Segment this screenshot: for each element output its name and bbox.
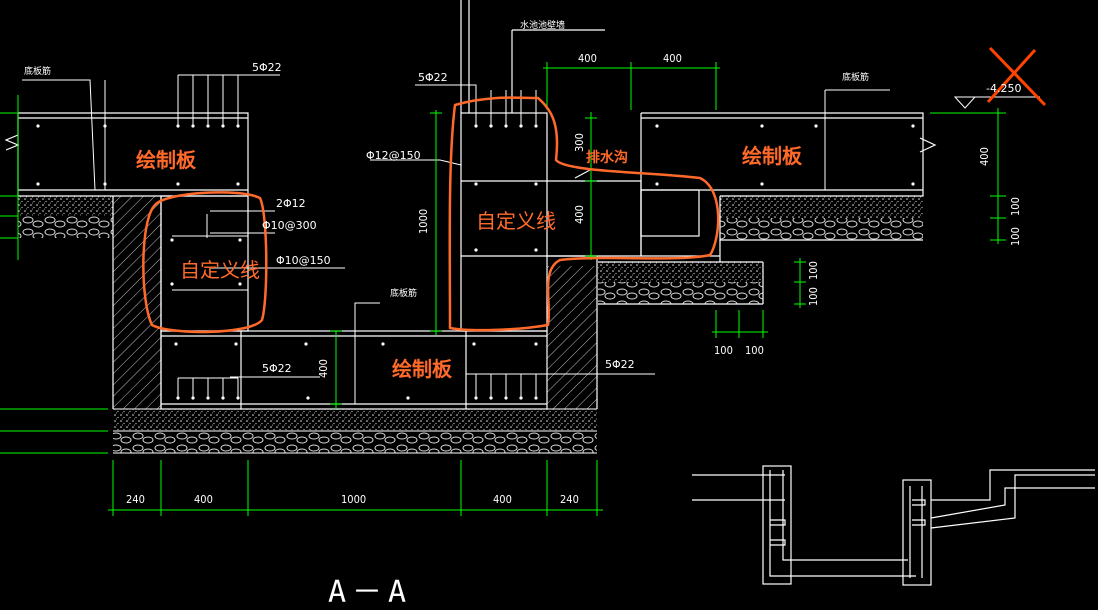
custom-outlines [142, 96, 720, 334]
rebar-bottom-left: 5Φ22 [262, 362, 292, 375]
rebar-top-wall: 5Φ22 [418, 71, 448, 84]
dim-bottom-400-a: 400 [194, 493, 213, 506]
bottom-rebar-note-right: 底板筋 [842, 73, 870, 83]
dim-ditch-100-b: 100 [807, 287, 820, 306]
dim-right-100-a: 100 [1009, 197, 1022, 216]
right-slab-label: 绘制板 [742, 144, 802, 168]
custom-line-right-label: 自定义线 [476, 209, 556, 233]
wall-stirrup-label: Φ12@150 [366, 149, 421, 162]
bottom-slab-label: 绘制板 [392, 357, 452, 381]
detail-sketch [692, 465, 1095, 586]
dim-ditch-h-100-a: 100 [714, 344, 733, 357]
wall-hatch [113, 196, 597, 409]
structure-outline [4, 0, 937, 410]
dim-right-100-b: 100 [1009, 227, 1022, 246]
dim-ditch-h-100-b: 100 [745, 344, 764, 357]
dim-top-400-a: 400 [578, 52, 597, 65]
bars-2phi12-label: 2Φ12 [276, 197, 306, 210]
elevation-label: -4.250 [986, 82, 1022, 95]
stirrup-300-label: Φ10@300 [262, 219, 317, 232]
dim-ditch-300: 300 [573, 133, 586, 152]
dim-bottom-1000: 1000 [341, 493, 367, 506]
bottom-rebar-note-mid: 底板筋 [390, 289, 418, 299]
rebar-bottom-right: 5Φ22 [605, 358, 635, 371]
left-slab-label: 绘制板 [136, 148, 196, 172]
dim-bottom-400-b: 400 [493, 493, 512, 506]
dim-wall-1000: 1000 [417, 208, 430, 234]
bottom-rebar-note-left: 底板筋 [24, 67, 52, 77]
custom-line-left-label: 自定义线 [180, 258, 260, 282]
rebar-top-left: 5Φ22 [252, 61, 282, 74]
rebar-dots [36, 124, 915, 400]
dim-right-400: 400 [978, 147, 991, 166]
dim-bottom-slab-400: 400 [317, 359, 330, 378]
stirrup-150-label: Φ10@150 [276, 254, 331, 267]
dim-ditch-100-a: 100 [807, 261, 820, 280]
pool-wall-note: 水池池壁墙 [520, 21, 566, 31]
dim-top-400-b: 400 [663, 52, 682, 65]
dim-bottom-240-b: 240 [560, 493, 579, 506]
drain-ditch-label: 排水沟 [586, 150, 628, 166]
dim-bottom-240-a: 240 [126, 493, 145, 506]
section-title: A－A [328, 575, 413, 610]
rebar-bars [104, 74, 547, 398]
cross-mark [986, 46, 1047, 107]
dimension-lines [0, 62, 1006, 516]
leader-lines [22, 74, 1040, 404]
base-layers [18, 196, 923, 454]
dim-ditch-400: 400 [573, 205, 586, 224]
